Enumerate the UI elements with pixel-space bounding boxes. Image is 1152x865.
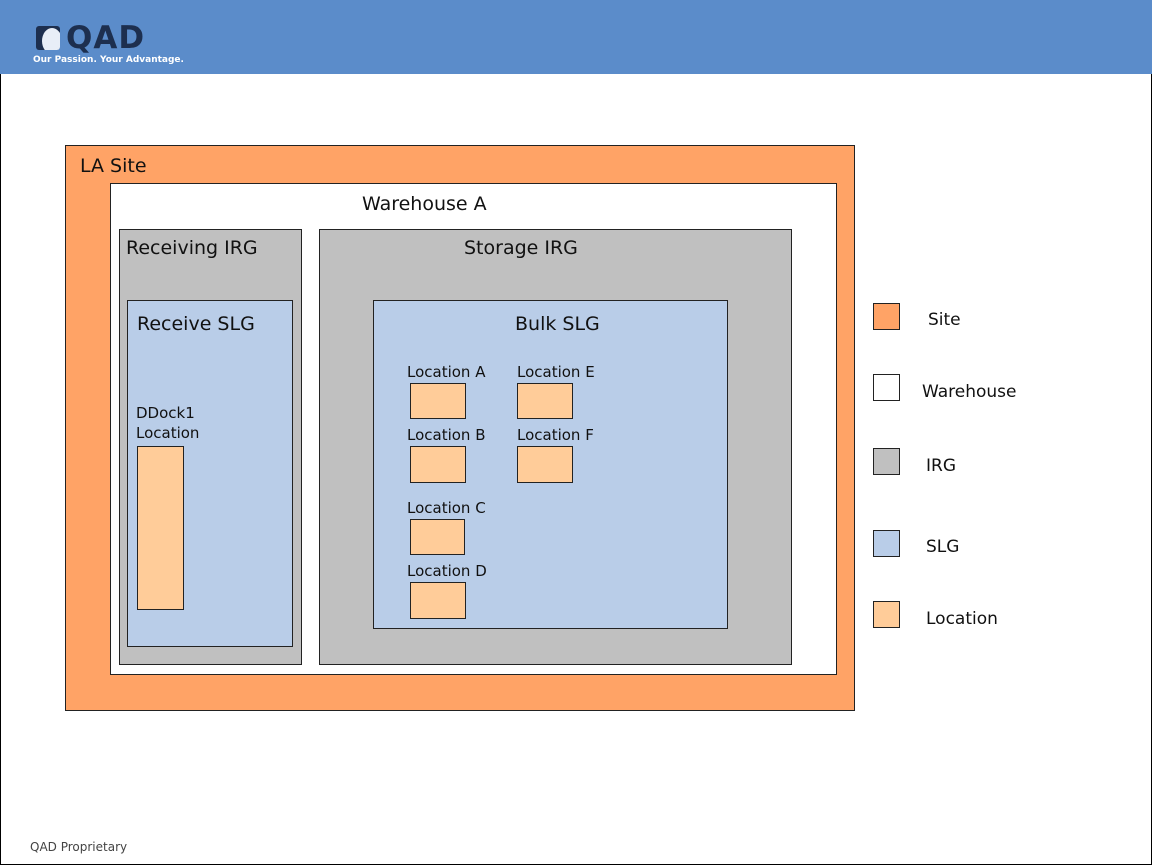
location-f-label: Location F	[517, 426, 594, 444]
legend-slg-label: SLG	[926, 537, 960, 557]
location-b	[410, 446, 466, 483]
location-a-label: Location A	[407, 363, 486, 381]
bulk-slg-label: Bulk SLG	[515, 313, 600, 335]
location-b-label: Location B	[407, 426, 486, 444]
legend-slg-swatch	[873, 530, 900, 557]
legend-warehouse-swatch	[873, 374, 900, 401]
ddock-label-line1: DDock1	[136, 404, 195, 422]
header-bar: QAD Our Passion. Your Advantage.	[0, 0, 1152, 74]
location-c	[410, 519, 465, 555]
footer-proprietary: QAD Proprietary	[30, 840, 128, 854]
location-a	[410, 383, 466, 419]
warehouse-label: Warehouse A	[362, 193, 487, 215]
location-c-label: Location C	[407, 499, 486, 517]
legend-location-swatch	[873, 601, 900, 628]
ddock1-location	[137, 446, 184, 610]
legend-warehouse-label: Warehouse	[922, 382, 1017, 402]
site-label: LA Site	[80, 155, 147, 177]
logo-text: QAD	[66, 20, 146, 56]
storage-irg-label: Storage IRG	[464, 237, 578, 259]
location-e	[517, 383, 573, 419]
location-d	[410, 582, 466, 619]
receiving-irg-label: Receiving IRG	[126, 237, 258, 259]
qad-logo-icon	[36, 26, 60, 50]
legend-site-label: Site	[928, 310, 961, 330]
location-e-label: Location E	[517, 363, 595, 381]
logo-tagline: Our Passion. Your Advantage.	[33, 55, 184, 65]
legend-site-swatch	[873, 303, 900, 330]
ddock-label-line2: Location	[136, 424, 200, 442]
location-f	[517, 446, 573, 483]
legend-location-label: Location	[926, 609, 998, 629]
legend-irg-label: IRG	[926, 456, 956, 476]
location-d-label: Location D	[407, 562, 487, 580]
receive-slg-label: Receive SLG	[137, 313, 255, 335]
legend-irg-swatch	[873, 448, 900, 475]
